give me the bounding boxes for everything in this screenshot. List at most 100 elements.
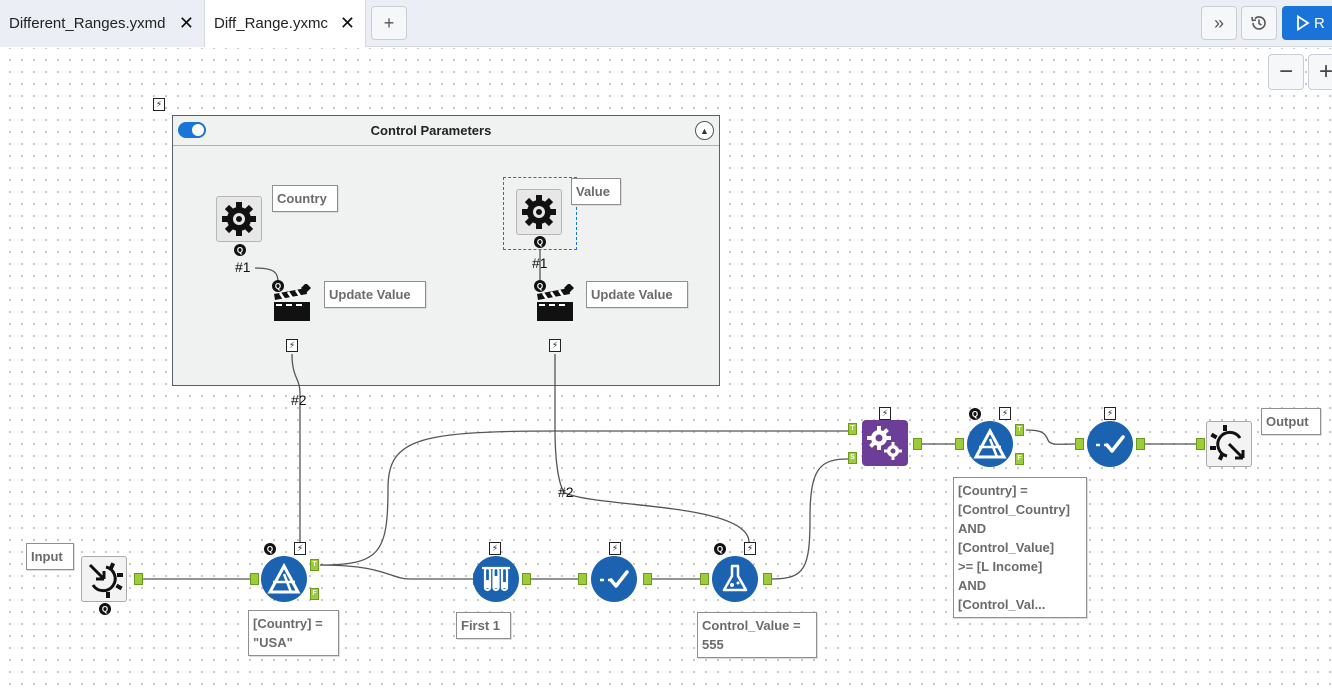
output-anchor[interactable] [643,573,652,585]
true-anchor[interactable]: T [310,559,319,571]
input-anchor[interactable] [955,438,964,450]
control-parameters-container[interactable]: Control Parameters ▲ [172,115,720,386]
false-anchor[interactable]: F [1015,453,1024,465]
macro-output-icon [1210,425,1245,461]
filter-icon [267,562,301,594]
flask-icon [722,564,748,592]
target-anchor[interactable]: T [848,423,857,435]
new-tab-button[interactable]: + [371,6,407,40]
run-label: R [1314,14,1325,32]
collapse-icon[interactable]: ▲ [695,121,714,140]
tool-annotation-input: Input [26,543,74,570]
input-anchor[interactable] [578,573,587,585]
question-anchor-icon[interactable]: Q [714,543,726,555]
container-title: Control Parameters [370,123,492,138]
minus-icon: − [1278,58,1293,85]
connection-label: #2 [558,484,574,500]
bolt-anchor-icon[interactable]: ⚡ [286,339,298,352]
filter-icon [973,427,1007,459]
connection-wires [143,250,1200,580]
question-anchor-icon[interactable]: Q [99,603,111,615]
output-anchor[interactable] [1136,438,1145,450]
workflow-canvas[interactable]: − + ⚡ Control Parameters ▲ [0,48,1332,694]
bolt-anchor-icon[interactable]: ⚡ [609,542,621,555]
filter-tool[interactable] [261,556,307,602]
tab-different-ranges[interactable]: Different_Ranges.yxmd ✕ [0,0,205,47]
history-icon [1251,16,1266,30]
tool-annotation-output: Output [1261,408,1321,435]
tool-annotation-sample: First 1 [456,612,511,639]
tab-diff-range[interactable]: Diff_Range.yxmc ✕ [204,0,366,47]
input-anchor[interactable] [1196,438,1205,450]
macro-output-tool[interactable] [1206,421,1252,467]
select-tool[interactable] [1087,421,1133,467]
bolt-anchor-icon[interactable]: ⚡ [879,407,891,420]
run-button[interactable]: R [1282,6,1332,40]
output-anchor[interactable] [763,573,772,585]
question-anchor-icon[interactable]: Q [264,543,276,555]
bolt-anchor-icon[interactable]: ⚡ [744,542,756,555]
plus-icon: + [1318,58,1332,85]
tab-bar: Different_Ranges.yxmd ✕ Diff_Range.yxmc … [0,0,1332,47]
expand-panel-button[interactable]: » [1201,6,1237,40]
history-button[interactable] [1241,6,1277,40]
connection-label: #1 [532,255,548,271]
clapperboard-icon[interactable] [535,284,575,324]
select-tool[interactable] [591,556,637,602]
question-anchor-icon[interactable]: Q [234,244,246,256]
input-anchor[interactable] [1075,438,1084,450]
question-anchor-icon[interactable]: Q [969,408,981,420]
select-check-icon [600,570,629,588]
tool-annotation-update-value: Update Value [324,281,426,308]
question-anchor-icon[interactable]: Q [534,236,546,248]
control-parameter-tool[interactable] [216,196,262,242]
bolt-anchor-icon[interactable]: ⚡ [549,339,561,352]
close-icon[interactable]: ✕ [339,13,355,33]
selection-outline [503,177,577,250]
container-toggle[interactable] [178,122,206,138]
container-header: Control Parameters ▲ [173,116,719,146]
gear-icon [522,195,556,229]
tool-annotation-filter: [Country] = "USA" [248,610,339,656]
tab-label: Different_Ranges.yxmd [9,15,166,32]
input-anchor[interactable] [700,573,709,585]
formula-tool[interactable] [712,556,758,602]
tool-annotation-value: Value [571,178,621,205]
gears-icon [867,426,902,460]
zoom-out-button[interactable]: − [1268,54,1304,90]
input-anchor[interactable] [250,573,259,585]
question-anchor-icon[interactable]: Q [272,280,284,292]
true-anchor[interactable]: T [1015,424,1024,436]
tool-annotation-formula: Control_Value = 555 [697,612,817,658]
bolt-anchor-icon[interactable]: ⚡ [489,542,501,555]
control-parameter-tool[interactable] [516,189,562,235]
clapperboard-icon[interactable] [272,284,312,324]
append-fields-tool[interactable] [862,420,908,466]
output-anchor[interactable] [913,438,922,450]
play-icon [1297,15,1310,31]
tab-label: Diff_Range.yxmc [214,15,328,32]
bolt-anchor-icon[interactable]: ⚡ [294,542,306,555]
zoom-in-button[interactable]: + [1308,54,1332,90]
sample-tool[interactable] [473,556,519,602]
plus-icon: + [383,12,395,33]
source-anchor[interactable]: S [848,452,857,464]
question-anchor-icon[interactable]: Q [534,280,546,292]
false-anchor[interactable]: F [310,588,319,600]
bolt-anchor-icon[interactable]: ⚡ [1104,407,1116,420]
connection-label: #2 [291,392,307,408]
select-check-icon [1096,435,1125,453]
macro-input-tool[interactable] [81,556,127,602]
test-tubes-icon [482,566,510,592]
connection-label: #1 [235,259,251,275]
tool-annotation-country: Country [272,185,338,212]
output-anchor[interactable] [522,573,531,585]
bolt-anchor-icon[interactable]: ⚡ [999,407,1011,420]
gear-icon [222,202,256,236]
tool-annotation-filter: [Country] = [Control_Country] AND [Contr… [953,477,1087,618]
double-chevron-right-icon: » [1213,12,1224,33]
output-anchor[interactable] [134,573,143,585]
filter-tool[interactable] [967,421,1013,467]
container-bolt-icon: ⚡ [153,98,165,111]
close-icon[interactable]: ✕ [178,13,194,33]
